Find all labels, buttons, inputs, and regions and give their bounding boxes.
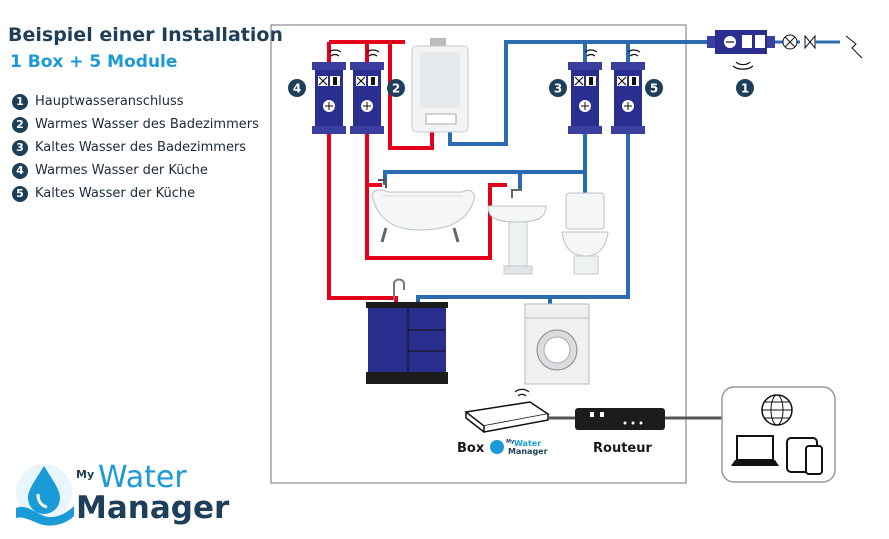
box-brand-water: Water bbox=[514, 439, 541, 448]
module-4 bbox=[311, 49, 347, 135]
badge-module-4: 4 bbox=[293, 82, 301, 96]
legend-label: Warmes Wasser des Badezimmers bbox=[35, 117, 259, 132]
main-water-module-1 bbox=[707, 30, 863, 70]
box-brand-manager: Manager bbox=[508, 447, 548, 456]
devices-panel bbox=[721, 386, 836, 483]
legend-number-badge: 4 bbox=[12, 162, 28, 179]
laptop-icon bbox=[731, 435, 779, 466]
legend-label: Warmes Wasser der Küche bbox=[35, 163, 208, 178]
module-3 bbox=[567, 49, 603, 135]
bathtub bbox=[371, 179, 475, 243]
box-brand-my: My bbox=[506, 439, 515, 445]
house-outline bbox=[270, 24, 687, 484]
legend-item: 5 Kaltes Wasser der Küche bbox=[12, 182, 259, 205]
badge-module-5: 5 bbox=[650, 82, 658, 96]
page-title: Beispiel einer Installation bbox=[8, 24, 283, 46]
router-label: Routeur bbox=[593, 441, 652, 456]
badge-module-3: 3 bbox=[554, 82, 562, 96]
legend-item: 1 Hauptwasseranschluss bbox=[12, 90, 259, 113]
washing-machine bbox=[524, 303, 590, 385]
logo-my-text: My bbox=[76, 468, 95, 481]
legend-number-badge: 1 bbox=[12, 93, 28, 110]
box-label: Box bbox=[457, 441, 485, 456]
legend-number-badge: 2 bbox=[12, 116, 28, 133]
mywatermanager-box-device bbox=[464, 388, 550, 433]
router-device bbox=[575, 408, 665, 430]
water-drop-hand-icon bbox=[16, 464, 74, 526]
mywatermanager-logo: My Water Manager bbox=[12, 460, 232, 530]
toilet bbox=[561, 192, 609, 275]
legend-number-badge: 5 bbox=[12, 185, 28, 202]
drop-icon bbox=[490, 440, 504, 454]
badge-module-1: 1 bbox=[741, 82, 749, 96]
legend-label: Kaltes Wasser des Badezimmers bbox=[35, 140, 247, 155]
legend: 1 Hauptwasseranschluss 2 Warmes Wasser d… bbox=[12, 90, 259, 205]
badge-module-2: 2 bbox=[392, 82, 400, 96]
legend-item: 4 Warmes Wasser der Küche bbox=[12, 159, 259, 182]
washbasin bbox=[487, 189, 547, 275]
legend-number-badge: 3 bbox=[12, 139, 28, 156]
legend-label: Hauptwasseranschluss bbox=[35, 94, 184, 109]
logo-manager-text: Manager bbox=[76, 490, 230, 526]
legend-item: 2 Warmes Wasser des Badezimmers bbox=[12, 113, 259, 136]
legend-item: 3 Kaltes Wasser des Badezimmers bbox=[12, 136, 259, 159]
module-number-badges: 4 2 3 5 1 bbox=[288, 79, 754, 97]
tablet-phone-icon bbox=[786, 437, 823, 475]
module-5 bbox=[610, 49, 646, 135]
kitchen-cabinet-sink bbox=[366, 278, 448, 384]
page-subtitle: 1 Box + 5 Module bbox=[10, 52, 178, 72]
globe-icon bbox=[761, 394, 793, 426]
boiler-heater bbox=[411, 38, 469, 133]
legend-label: Kaltes Wasser der Küche bbox=[35, 186, 196, 201]
module-2 bbox=[349, 49, 385, 135]
logo-water-text: Water bbox=[98, 460, 187, 495]
